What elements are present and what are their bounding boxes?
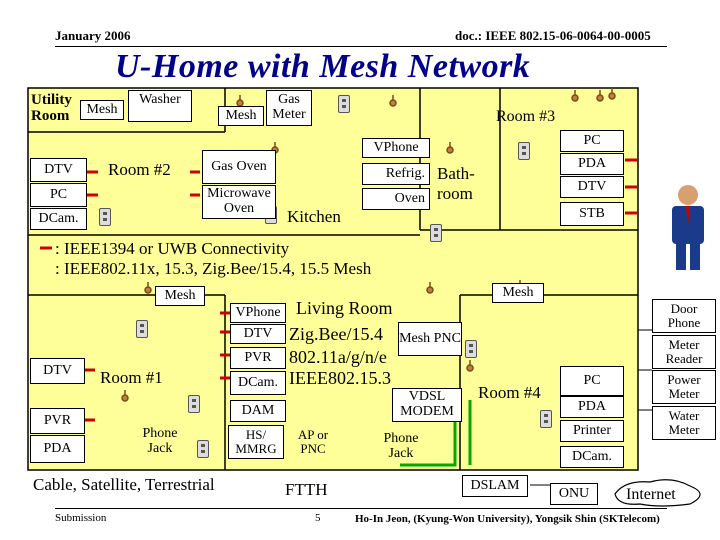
power-meter-box: Power Meter [652, 370, 716, 404]
refrig-box: Refrig. [362, 163, 430, 185]
cable-label: Cable, Satellite, Terrestrial [33, 475, 215, 494]
pc-room4: PC [560, 366, 624, 396]
outlet-icon [188, 395, 200, 413]
phone-jack-living: Phone Jack [383, 431, 419, 461]
printer-room4: Printer [560, 420, 624, 442]
phone-jack-room1: Phone Jack [142, 426, 178, 456]
pda-room3: PDA [560, 153, 624, 175]
living-zigbee: Zig.Bee/15.4 [289, 324, 383, 344]
living-room-label: Living Room [296, 298, 393, 318]
vdsl-modem-box: VDSL MODEM [392, 388, 462, 422]
pda-room1: PDA [30, 435, 85, 463]
utility-room-label-2: Room [31, 108, 70, 124]
ap-pnc-label: AP or PNC [297, 427, 329, 456]
dtv-room3: DTV [560, 176, 624, 198]
outlet-icon [99, 208, 111, 226]
page-title: U-Home with Mesh Network [115, 48, 531, 85]
meter-reader-box: Meter Reader [652, 335, 716, 369]
internet-label: Internet [626, 486, 676, 503]
footer-author: Ho-In Jeon, (Kyung-Won University), Yong… [355, 513, 660, 525]
room4-label: Room #4 [478, 383, 541, 402]
outlet-icon [197, 440, 209, 458]
pvr-living: PVR [230, 347, 286, 369]
dtv-room2: DTV [30, 158, 87, 182]
outlet-icon [540, 410, 552, 428]
dcam-room2: DCam. [30, 208, 87, 230]
internet-cloud [614, 479, 701, 507]
outlet-icon [465, 340, 477, 358]
mesh-gas: Mesh [218, 106, 264, 126]
footer-rule [55, 508, 667, 509]
oven-kitchen: Oven [362, 188, 430, 210]
floor-area [28, 88, 638, 470]
door-phone-box: Door Phone [652, 299, 716, 333]
pc-room3: PC [560, 130, 624, 152]
dtv-living: DTV [230, 324, 286, 344]
pda-room4: PDA [560, 396, 624, 418]
onu-box: ONU [550, 483, 598, 505]
pvr-room1: PVR [30, 408, 85, 434]
bathroom-label-2: room [437, 184, 473, 203]
gas-meter-label-1: Gas [278, 92, 300, 108]
dcam-living: DCam. [230, 371, 286, 395]
legend-mesh: : IEEE802.11x, 15.3, Zig.Bee/15.4, 15.5 … [55, 259, 372, 278]
outlet-icon [338, 95, 350, 113]
header-doc: doc.: IEEE 802.15-06-0064-00-0005 [455, 28, 651, 43]
bathroom-label: Bath- [437, 164, 475, 183]
person-figure [672, 185, 704, 270]
footer-page: 5 [315, 512, 321, 524]
washer-box: Washer [128, 90, 192, 122]
red-links [40, 158, 638, 422]
header-rule [55, 46, 667, 47]
vphone-living: VPhone [230, 303, 286, 323]
dcam-room4: DCam. [560, 446, 624, 468]
ftth-label: FTTH [285, 480, 328, 499]
pc-room2: PC [30, 183, 87, 207]
hs-mmrg-box: HS/ MMRG [228, 425, 284, 459]
utility-room-label: Utility [31, 92, 72, 108]
dtv-room1: DTV [30, 358, 85, 384]
outlet-icon [136, 320, 148, 338]
header-date: January 2006 [55, 28, 131, 43]
mesh-room4: Mesh [492, 283, 544, 303]
footer-submission: Submission [55, 512, 107, 524]
living-80211: 802.11a/g/n/e [289, 347, 387, 367]
gas-meter-label-2: Meter [272, 107, 306, 122]
meter-links [638, 329, 652, 411]
living-802153: IEEE802.15.3 [289, 368, 391, 388]
room1-label: Room #1 [100, 368, 163, 387]
mesh-utility: Mesh [80, 100, 124, 120]
legend-connectivity: : IEEE1394 or UWB Connectivity [55, 239, 290, 258]
stb-room3: STB [560, 202, 624, 226]
water-meter-box: Water Meter [652, 406, 716, 440]
gas-meter-box: Gas Meter [266, 90, 312, 126]
mesh-lines [400, 400, 472, 467]
room3-label: Room #3 [496, 108, 556, 125]
vphone-kitchen: VPhone [362, 138, 430, 158]
outlet-icon [518, 142, 530, 160]
microwave-box: Microwave Oven [202, 185, 276, 219]
kitchen-label: Kitchen [287, 207, 341, 226]
mesh-living: Mesh [155, 286, 205, 306]
outlet-icon [430, 224, 442, 242]
gas-oven-box: Gas Oven [202, 150, 276, 184]
dam-living: DAM [230, 400, 286, 422]
dslam-box: DSLAM [462, 475, 528, 497]
room2-label: Room #2 [108, 160, 171, 179]
mesh-pnc-box: Mesh PNC [398, 322, 462, 356]
